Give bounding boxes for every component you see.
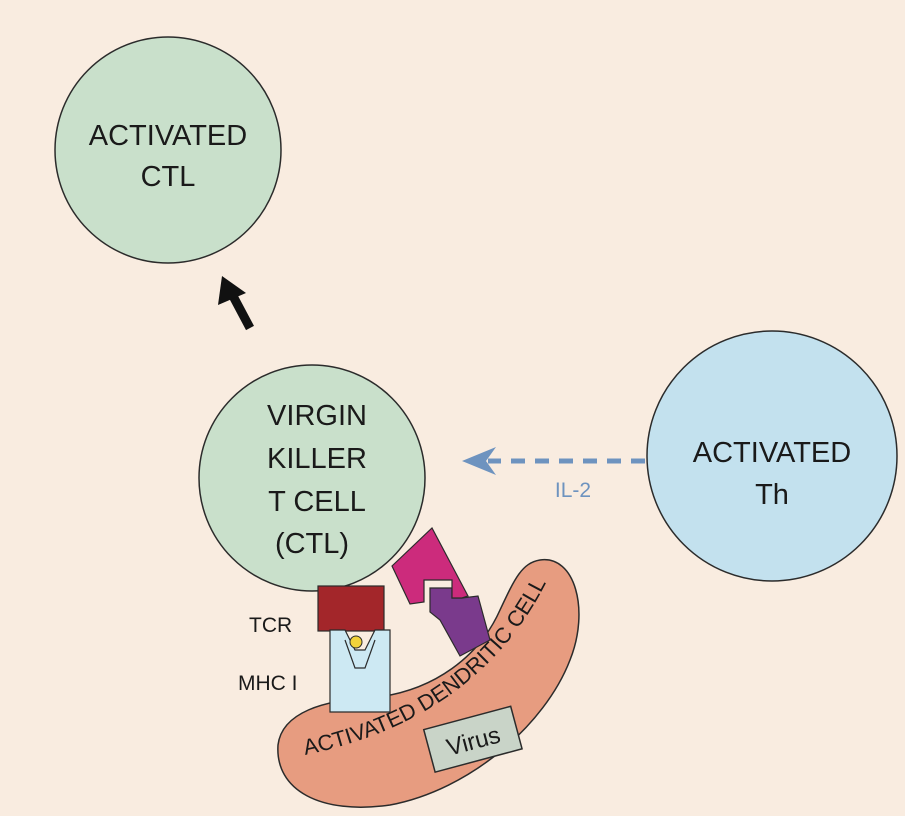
virus-box: Virus bbox=[422, 705, 523, 774]
activated-th-label-line1: ACTIVATED bbox=[693, 437, 851, 469]
activated-th-label-line2: Th bbox=[755, 479, 789, 511]
activated-th-cell: ACTIVATED Th bbox=[646, 330, 898, 582]
virgin-ctl-label-line2: KILLER bbox=[267, 443, 367, 475]
virgin-ctl-label-line1: VIRGIN bbox=[267, 400, 367, 432]
virgin-ctl-label-line3: T CELL bbox=[268, 486, 366, 518]
virgin-ctl-label-line4: (CTL) bbox=[275, 528, 349, 560]
activated-ctl-cell: ACTIVATED CTL bbox=[54, 36, 282, 264]
magenta-receptor bbox=[391, 527, 469, 605]
activated-ctl-label-line2: CTL bbox=[141, 161, 196, 193]
il2-arrow bbox=[462, 447, 645, 475]
tcr-label: TCR bbox=[249, 614, 292, 637]
mhc-i-molecule bbox=[329, 629, 391, 713]
mhc-i-label: MHC I bbox=[238, 672, 298, 695]
activation-arrow bbox=[218, 276, 254, 331]
activated-ctl-label-line1: ACTIVATED bbox=[89, 120, 247, 152]
il2-label: IL-2 bbox=[555, 479, 591, 502]
tcr-receptor bbox=[317, 585, 385, 632]
virgin-ctl-cell: VIRGIN KILLER T CELL (CTL) bbox=[198, 364, 426, 592]
